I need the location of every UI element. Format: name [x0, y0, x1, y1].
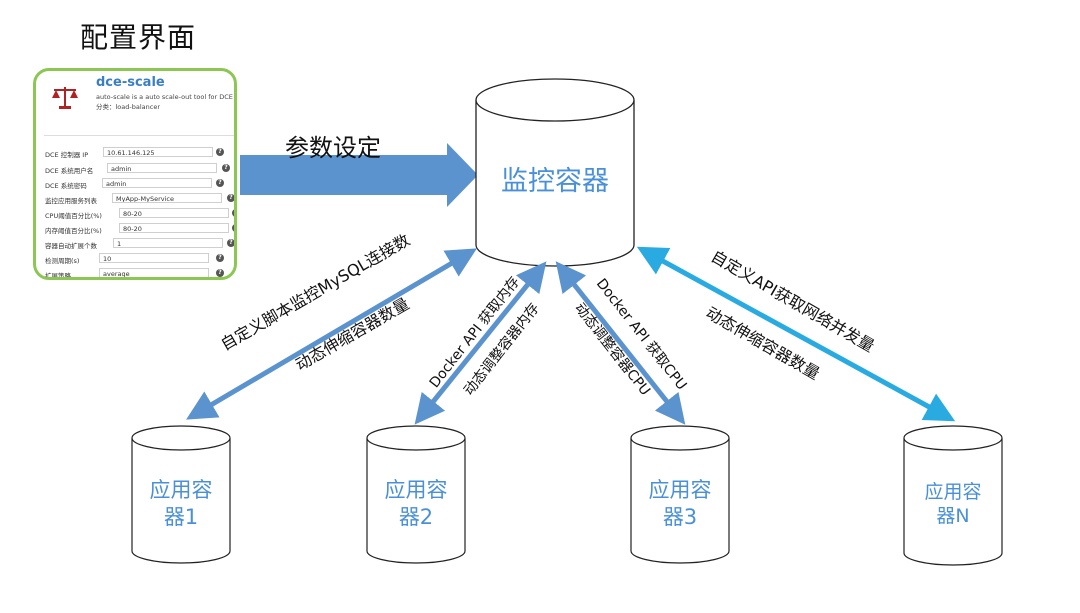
- edge-3-label-b: 动态调整容器CPU: [571, 300, 654, 399]
- app-cylinder-2: [366, 425, 466, 564]
- check-period-input[interactable]: 10: [99, 253, 209, 263]
- app-category: 分类：load-balancer: [96, 103, 161, 111]
- field-label: DCE 系统用户名: [45, 167, 94, 175]
- config-panel: dce-scale auto-scale is a auto scale-out…: [33, 68, 237, 280]
- help-icon[interactable]: ?: [222, 164, 230, 172]
- username-input[interactable]: admin: [107, 163, 217, 173]
- field-label: DCE 系统密码: [45, 182, 87, 190]
- field-service-list: 监控应用服务列表 MyApp-MyService ?: [45, 193, 234, 205]
- field-label: 内存阈值百分比(%): [45, 227, 102, 235]
- field-label: 检测周期(s): [45, 257, 80, 265]
- app-label-3-line1: 应用容: [649, 478, 712, 502]
- page-title: 配置界面: [80, 21, 197, 54]
- app-cylinder-n: [903, 425, 1003, 566]
- field-check-period: 检测周期(s) 10 ?: [45, 253, 234, 265]
- help-icon[interactable]: ?: [216, 148, 224, 156]
- balance-scale-icon: [52, 87, 78, 109]
- field-scale-count: 容器自动扩展个数 1 ?: [45, 238, 234, 250]
- help-icon[interactable]: ?: [216, 254, 224, 262]
- monitor-cylinder: [475, 78, 635, 267]
- app-cylinder-1: [131, 425, 231, 564]
- field-cpu-threshold: CPU阈值百分比(%) 80-20 ?: [45, 208, 234, 220]
- mem-threshold-input[interactable]: 80-20: [119, 223, 229, 233]
- field-label: 容器自动扩展个数: [45, 242, 97, 250]
- help-icon[interactable]: ?: [216, 269, 224, 277]
- monitor-label: 监控容器: [501, 166, 609, 197]
- edge-arrow-2: [414, 261, 547, 425]
- help-icon[interactable]: ?: [227, 194, 234, 202]
- panel-divider: [44, 135, 234, 136]
- app-description: auto-scale is a auto scale-out tool for …: [96, 93, 233, 101]
- edge-arrow-4: [636, 246, 956, 422]
- cpu-threshold-input[interactable]: 80-20: [119, 208, 229, 218]
- help-icon[interactable]: ?: [232, 224, 234, 232]
- param-arrow-label: 参数设定: [285, 134, 381, 162]
- app-label-1-line2: 器1: [164, 505, 198, 529]
- app-label-3-line2: 器3: [663, 505, 697, 529]
- field-username: DCE 系统用户名 admin ?: [45, 163, 234, 175]
- scale-count-input[interactable]: 1: [113, 238, 223, 248]
- help-icon[interactable]: ?: [232, 209, 234, 217]
- field-label: CPU阈值百分比(%): [45, 212, 102, 220]
- field-mem-threshold: 内存阈值百分比(%) 80-20 ?: [45, 223, 234, 235]
- controller-ip-input[interactable]: 10.61.146.125: [103, 147, 213, 157]
- param-arrow: [240, 143, 478, 207]
- service-list-input[interactable]: MyApp-MyService: [112, 193, 222, 203]
- scale-strategy-select[interactable]: average: [99, 268, 209, 277]
- app-label-n-line1: 应用容: [924, 481, 981, 503]
- field-label: DCE 控制器 IP: [45, 151, 89, 159]
- app-name: dce-scale: [96, 75, 165, 90]
- edge-1-label-a: 自定义脚本监控MySQL连接数: [217, 230, 413, 354]
- help-icon[interactable]: ?: [216, 179, 224, 187]
- field-label: 扩展策略: [45, 272, 71, 280]
- panel-header: dce-scale auto-scale is a auto scale-out…: [36, 71, 234, 133]
- app-label-2-line1: 应用容: [385, 478, 448, 502]
- app-label-1-line1: 应用容: [150, 478, 213, 502]
- app-cylinder-3: [630, 425, 730, 564]
- password-input[interactable]: admin: [102, 178, 212, 188]
- app-label-n-line2: 器N: [936, 505, 969, 527]
- field-label: 监控应用服务列表: [45, 197, 97, 205]
- field-controller-ip: DCE 控制器 IP 10.61.146.125 ?: [45, 147, 234, 159]
- app-label-2-line2: 器2: [399, 505, 433, 529]
- field-password: DCE 系统密码 admin ?: [45, 178, 234, 190]
- help-icon[interactable]: ?: [227, 239, 234, 247]
- field-scale-strategy: 扩展策略 average ?: [45, 268, 234, 280]
